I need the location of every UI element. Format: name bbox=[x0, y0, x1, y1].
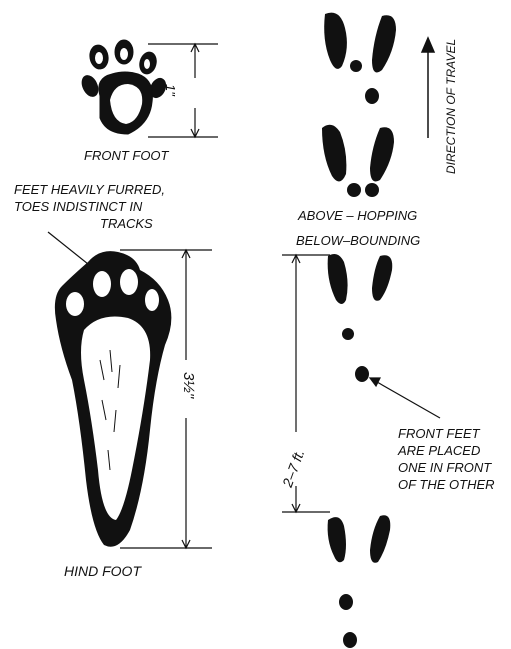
hind-print bbox=[370, 127, 394, 181]
furred-note-line3: TRACKS bbox=[100, 216, 153, 231]
front-print bbox=[350, 60, 362, 72]
front-feet-note-line4: OF THE OTHER bbox=[398, 477, 495, 492]
hind-foot-size-label: 3½" bbox=[181, 372, 196, 398]
front-print bbox=[365, 183, 379, 197]
front-foot-caption: FRONT FOOT bbox=[84, 148, 169, 163]
front-print bbox=[355, 366, 369, 382]
furred-note-line2: TOES INDISTINCT IN bbox=[14, 199, 142, 214]
bounding-tracks bbox=[328, 254, 393, 648]
hind-print bbox=[370, 515, 390, 563]
hind-foot-caption: HIND FOOT bbox=[64, 564, 141, 579]
front-feet-note-line3: ONE IN FRONT bbox=[398, 460, 491, 475]
hind-foot-drawing bbox=[55, 251, 172, 547]
front-foot-size-label: 1" bbox=[163, 84, 178, 96]
hind-print bbox=[372, 15, 396, 72]
direction-of-travel-label: DIRECTION OF TRAVEL bbox=[444, 39, 459, 174]
direction-arrow bbox=[422, 38, 434, 138]
front-print bbox=[343, 632, 357, 648]
hind-print bbox=[328, 254, 348, 304]
front-feet-leader bbox=[370, 378, 440, 418]
hind-print bbox=[322, 125, 346, 182]
hind-print bbox=[324, 13, 347, 69]
front-foot-drawing bbox=[79, 40, 169, 134]
front-print bbox=[342, 328, 354, 340]
front-print bbox=[339, 594, 353, 610]
furred-note-line1: FEET HEAVILY FURRED, bbox=[14, 182, 165, 197]
hind-print bbox=[328, 517, 346, 562]
furred-leader-line bbox=[48, 232, 98, 272]
front-print bbox=[365, 88, 379, 104]
front-feet-note-line1: FRONT FEET bbox=[398, 426, 480, 441]
hopping-tracks bbox=[322, 13, 396, 197]
front-feet-note-line2: ARE PLACED bbox=[398, 443, 480, 458]
hind-print bbox=[372, 255, 392, 301]
bounding-caption: BELOW–BOUNDING bbox=[296, 233, 420, 248]
front-print bbox=[347, 183, 361, 197]
hopping-caption: ABOVE – HOPPING bbox=[298, 208, 417, 223]
